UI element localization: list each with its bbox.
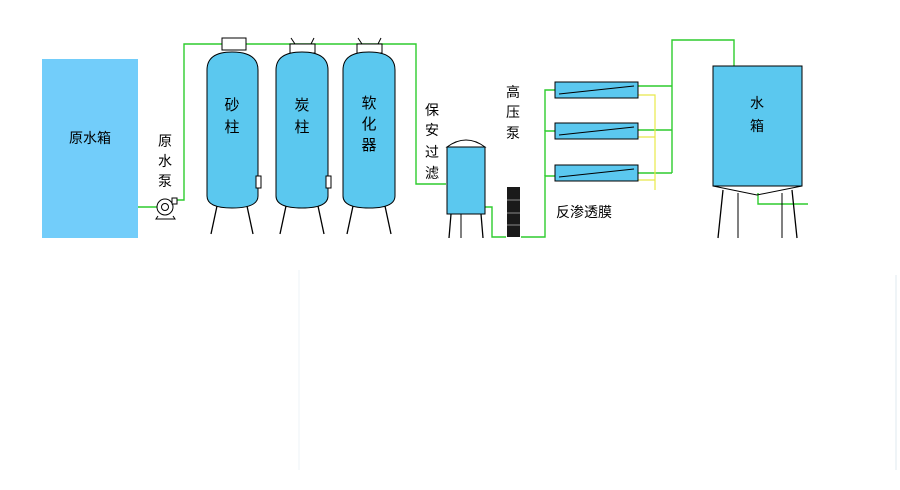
security-filter-lid [445,139,487,148]
security-filter-label-3: 过 [425,145,439,161]
security-filter-label-2: 安 [425,123,439,139]
hp-pump-label-3: 泵 [506,126,520,142]
carbon-column-leg-l [279,205,287,235]
product-tank-leg-l [717,189,724,239]
security-filter-leg-r [480,213,484,239]
softener-head [357,37,382,45]
hp-pump-label-1: 高 [506,84,520,101]
product-tank-label-1: 水 [750,96,764,112]
raw-water-tank: 原水箱 [42,59,138,238]
raw-pump-icon [156,198,174,216]
sand-column-port [255,175,262,189]
security-filter-label-1: 保 [425,103,439,119]
pipe-membrane-feed-1 [544,89,555,131]
carbon-column-label-2: 柱 [294,118,309,136]
raw-pump-base [155,215,176,220]
raw-pump-label-1: 原 [158,134,172,150]
hp-pump-label-2: 压 [506,105,520,121]
sand-column-leg-r [246,205,254,235]
softener-label-2: 化 [361,115,376,133]
product-water-tank: 水 箱 [712,65,803,239]
sand-column-label-2: 柱 [224,118,239,136]
softener-label-1: 软 [361,94,376,112]
ro-membrane-1-mark [558,85,635,95]
carbon-column-port [325,175,332,189]
pipe-pump-to-membrane [521,175,555,238]
ro-membrane-2-mark [558,126,635,136]
raw-pump-label-2: 水 [158,154,172,170]
pipe-filter-to-pump [485,206,506,238]
security-filter-label-4: 滤 [425,166,439,182]
raw-tank-label: 原水箱 [69,131,111,147]
pipe-to-product-tank [671,39,735,173]
pipe-network [138,39,808,238]
product-tank-label-2: 箱 [750,119,764,135]
raw-pump-impeller [161,203,169,211]
pipe-membrane-feed-2 [544,130,555,176]
product-tank-leg-r [791,189,798,239]
pipe-product-outlet [757,193,808,205]
softener-label-3: 器 [361,136,376,154]
softener-leg-r [384,205,392,235]
sand-column-valve [221,37,247,51]
sand-column-label-1: 砂 [224,96,239,114]
product-tank-bottom [712,185,803,196]
softener: 软 化 器 [342,37,396,235]
sand-column: 砂 柱 [206,37,262,235]
sand-column-leg-l [210,205,218,235]
raw-pump-outlet [171,197,178,205]
raw-pump-label-3: 泵 [158,174,172,190]
carbon-column: 炭 柱 [275,37,332,235]
carbon-column-leg-r [317,205,325,235]
high-pressure-pump: 高 压 泵 [506,84,520,237]
hp-pump-body [507,187,520,237]
security-filter: 保 安 过 滤 [425,103,487,239]
ro-membrane-3-mark [558,168,635,178]
ro-membrane-label: 反渗透膜 [556,205,612,221]
ro-membranes: 反渗透膜 [554,81,639,221]
product-tank-body [712,65,803,187]
security-filter-leg-l [448,213,452,239]
drain-lines [638,94,656,190]
raw-water-pump: 原 水 泵 [155,134,178,220]
carbon-column-head [290,37,315,45]
raw-tank-body [42,59,138,238]
security-filter-body [446,146,486,215]
drain-line-1 [638,94,656,190]
softener-leg-l [346,205,354,235]
carbon-column-label-1: 炭 [294,96,309,114]
